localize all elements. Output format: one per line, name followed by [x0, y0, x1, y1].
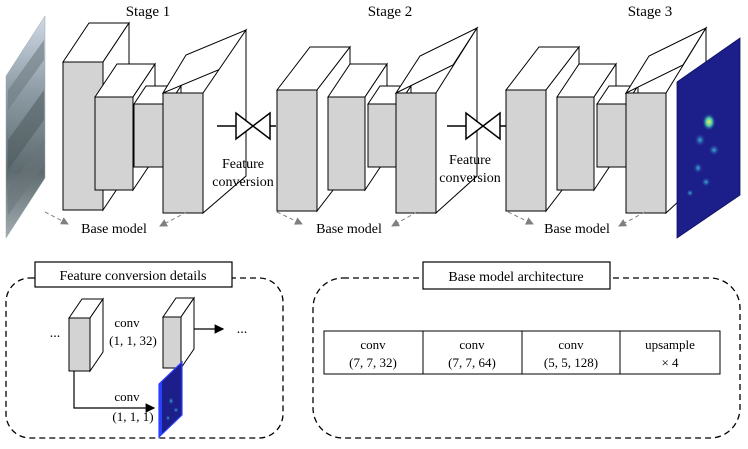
feature-conversion-label-2a: Feature [449, 153, 491, 168]
details-title: Feature conversion details [60, 269, 207, 284]
feature-conversion-1 [217, 111, 276, 141]
layer-2-params: (7, 7, 64) [448, 355, 496, 370]
layer-4-params: × 4 [661, 355, 679, 370]
conv-branch-label: conv [114, 389, 140, 404]
layer-3-params: (5, 5, 128) [544, 355, 598, 370]
architecture-title-box [422, 261, 611, 290]
input-crowd-image [5, 15, 46, 239]
layer-4-name: upsample [645, 337, 695, 352]
stage-3-blocks [504, 26, 708, 215]
layer-2-name: conv [459, 337, 485, 352]
feature-conversion-label-1b: conversion [212, 175, 273, 190]
stage-1-blocks [62, 21, 248, 215]
base-model-architecture-panel: Base model architecture conv (7, 7, 32) … [312, 261, 741, 439]
feature-conversion-label-1a: Feature [222, 157, 264, 172]
output-density-map [676, 37, 741, 239]
conv-main-params: (1, 1, 32) [109, 333, 157, 348]
layer-3-name: conv [558, 337, 584, 352]
details-ellipsis-right: ... [237, 322, 248, 337]
layer-1-params: (7, 7, 32) [349, 355, 397, 370]
layer-1-name: conv [360, 337, 386, 352]
base-model-bracket-3 [507, 211, 646, 227]
base-model-label-1: Base model [81, 222, 147, 237]
base-model-label-2: Base model [316, 222, 382, 237]
details-ellipsis-left: ... [50, 326, 61, 341]
conv-branch-params: (1, 1, 1) [112, 409, 153, 424]
architecture-title: Base model architecture [448, 270, 583, 285]
stage-title-2: Stage 2 [368, 4, 413, 20]
feature-conversion-details-panel: Feature conversion details ... conv (1, … [5, 261, 284, 439]
details-title-box [34, 261, 233, 288]
conv-main-label: conv [114, 315, 140, 330]
stage-2-blocks [275, 26, 479, 215]
base-model-bracket-2 [276, 211, 418, 227]
stage-title-3: Stage 3 [628, 4, 673, 20]
stage-title-1: Stage 1 [126, 4, 171, 20]
feature-conversion-label-2b: conversion [439, 171, 500, 186]
base-model-label-3: Base model [544, 222, 610, 237]
feature-conversion-2 [447, 111, 506, 141]
base-model-bracket-1 [44, 211, 188, 227]
